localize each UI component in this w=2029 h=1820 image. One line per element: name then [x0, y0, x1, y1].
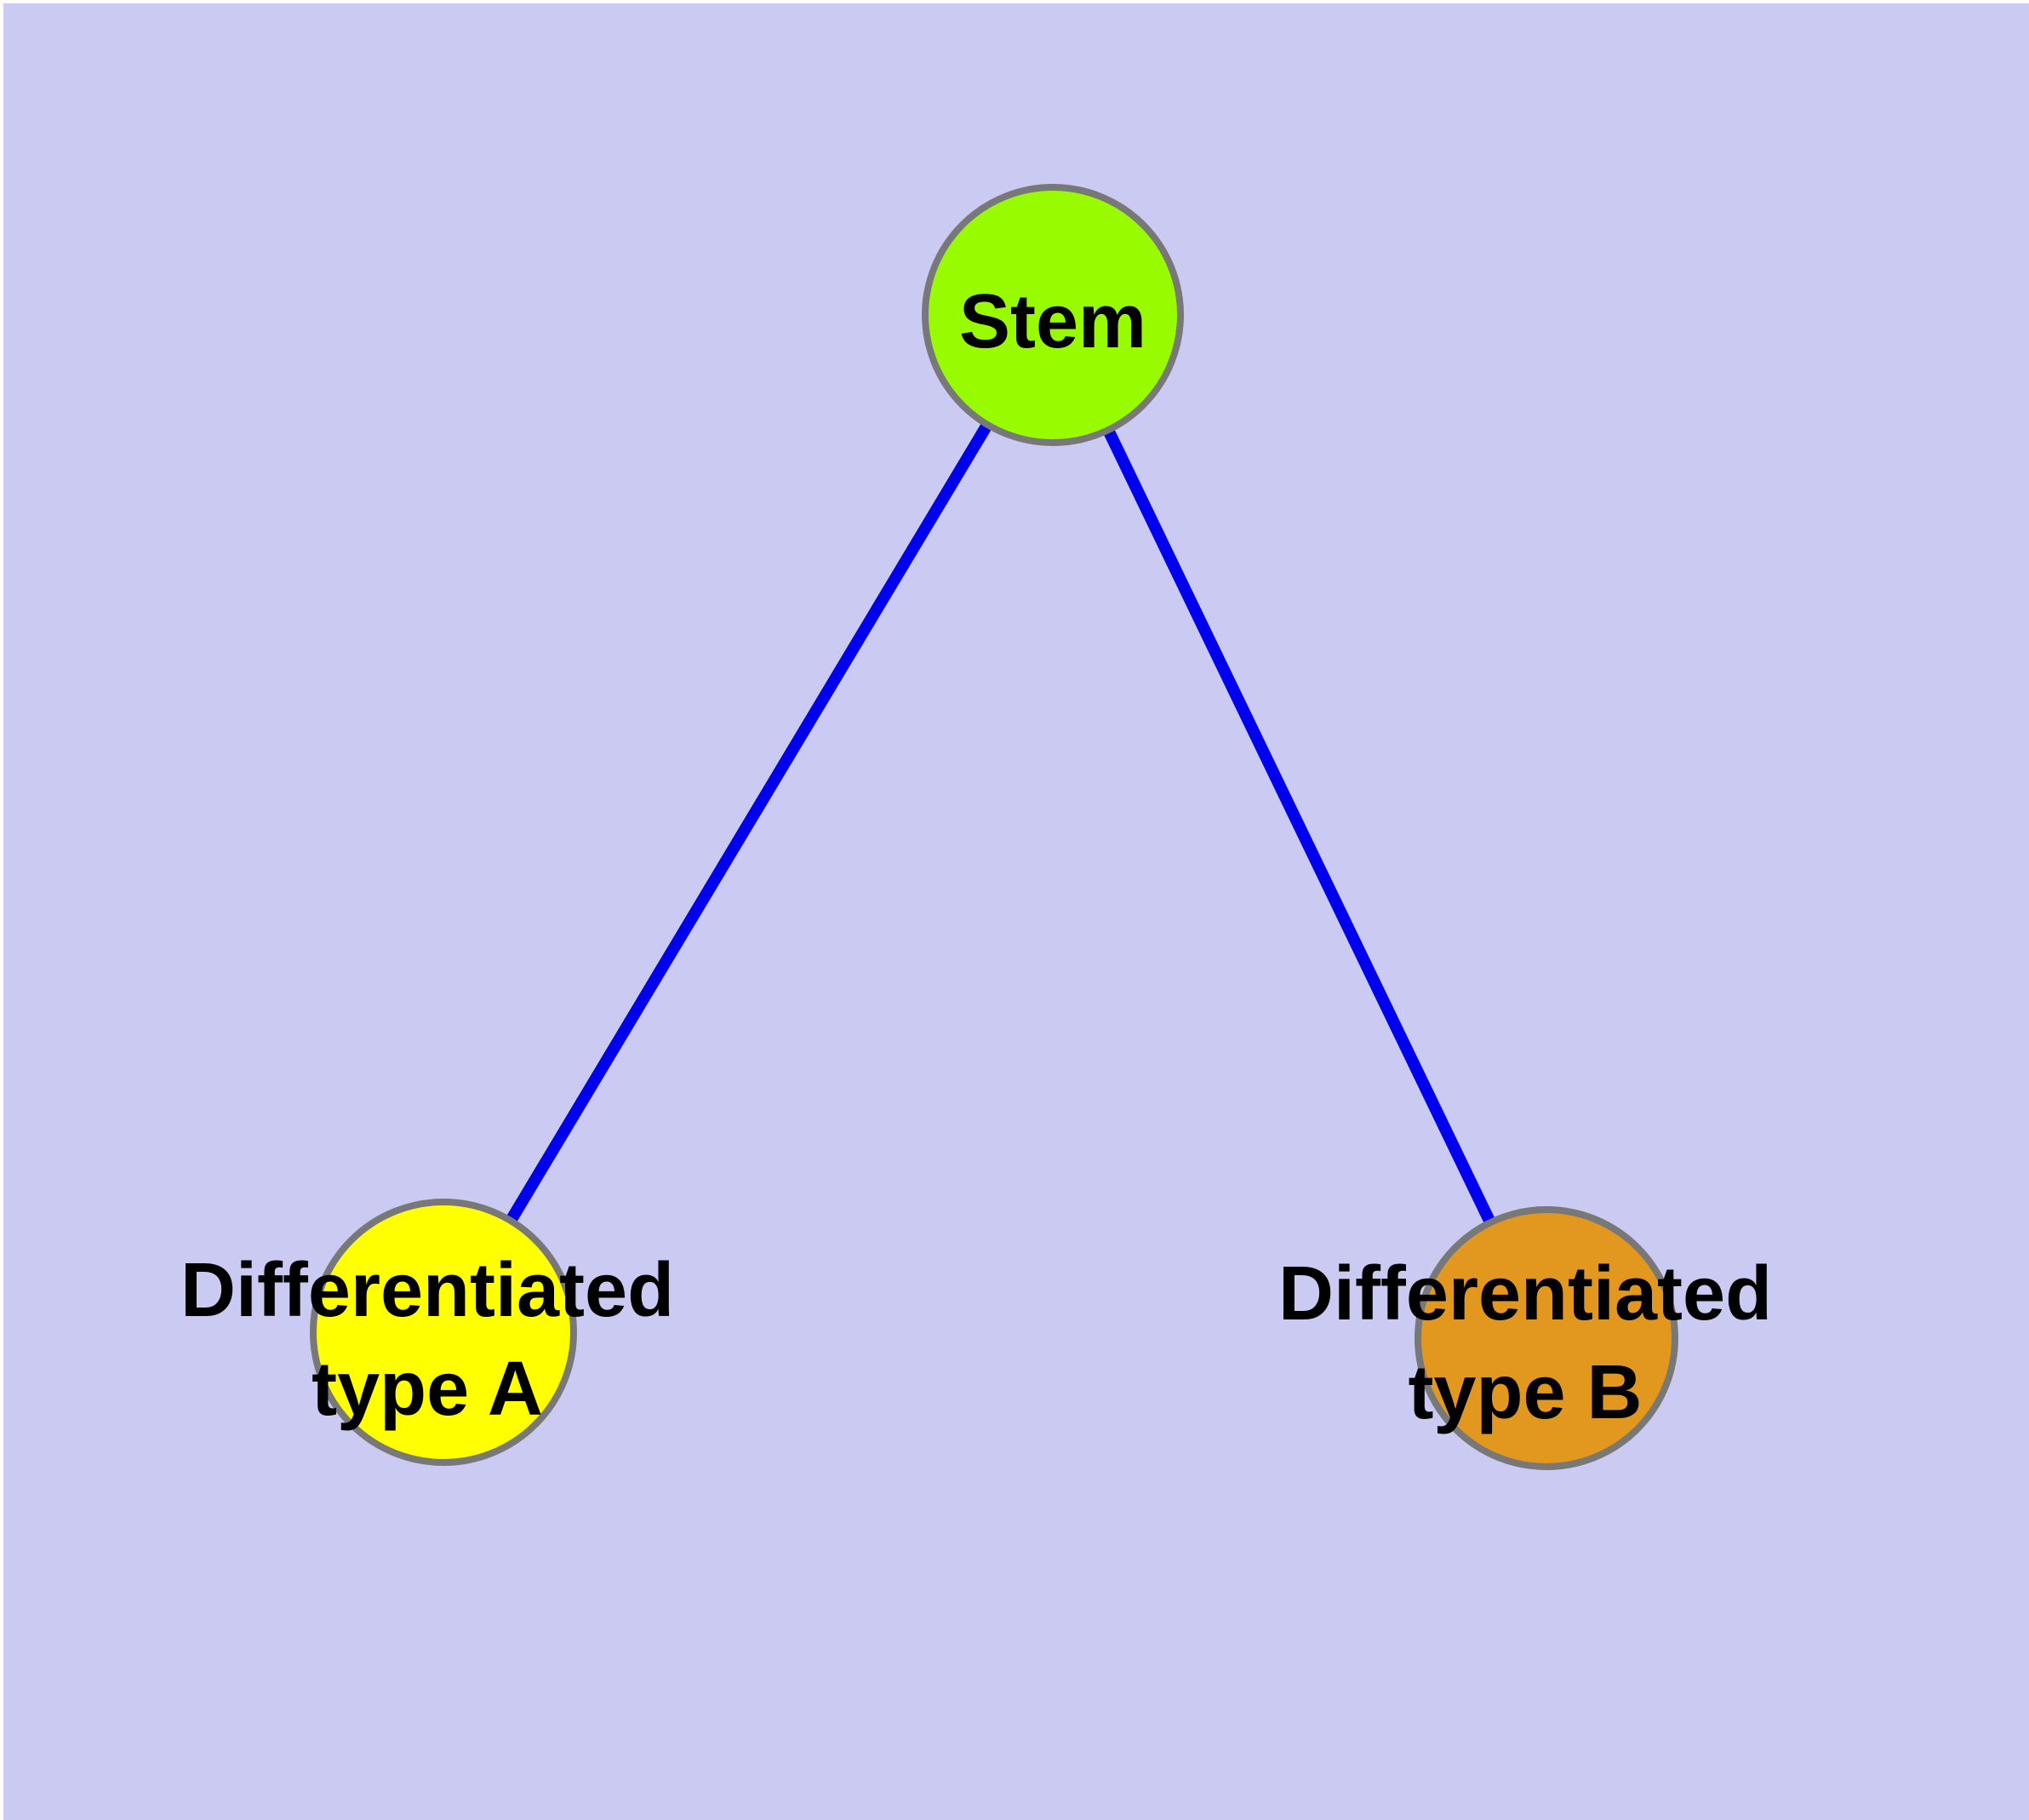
node-differentiated-type-a-circle [310, 1199, 577, 1466]
edge-stem-to-type-a [505, 421, 993, 1224]
label-line-1: Differentiated [1277, 1251, 1773, 1336]
node-differentiated-type-a-label: Differentiated type A [180, 1241, 674, 1439]
edge-stem-to-type-b [1102, 426, 1496, 1226]
label-line-2: type A [311, 1347, 543, 1432]
label-line-2: type B [1408, 1350, 1643, 1435]
node-differentiated-type-b-label: Differentiated type B [1278, 1245, 1772, 1442]
node-stem-label: Stem [958, 279, 1147, 364]
label-line-1: Differentiated [180, 1248, 675, 1333]
node-differentiated-type-b-circle [1415, 1206, 1678, 1470]
node-stem-circle [922, 184, 1184, 446]
